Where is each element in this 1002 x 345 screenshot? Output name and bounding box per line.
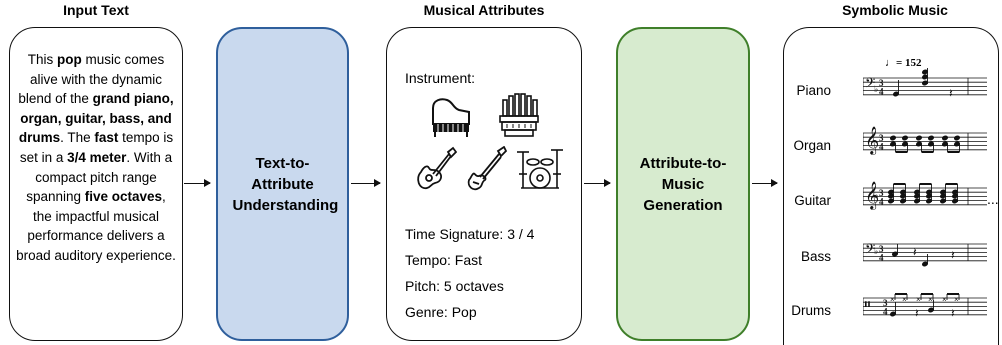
rest: 𝄽 <box>913 245 917 259</box>
note-head <box>889 141 897 147</box>
rest: 𝄽 <box>949 86 953 100</box>
input-text-segment: music comes alive with the dynamic blend… <box>18 52 165 107</box>
svg-text:3: 3 <box>879 133 884 143</box>
input-text-segment: This <box>27 52 57 67</box>
acoustic-guitar-icon <box>417 146 457 190</box>
clef: 𝄢 <box>865 241 875 260</box>
note-head <box>941 141 949 147</box>
note-head <box>901 135 909 141</box>
hihat-note: × <box>902 295 907 304</box>
hihat-note: × <box>954 295 959 304</box>
organ-icon <box>499 93 539 137</box>
input-text-segment: , the impactful musical performance deli… <box>16 189 176 263</box>
instrument-label-piano: Piano <box>796 83 831 98</box>
input-text-segment: pop <box>56 52 82 67</box>
time-signature-mark: 34 <box>879 188 884 207</box>
staff <box>863 297 987 316</box>
input-text-segment: . The <box>60 130 95 146</box>
svg-text:4: 4 <box>879 87 884 97</box>
svg-text:3: 3 <box>879 244 884 254</box>
arrow-t2a-to-attributes <box>351 179 381 187</box>
music-score: ♩= 152 𝄢34♭𝄞34𝄞34♭𝄢34♭𝄥34𝄽𝄽𝄽××××××𝄽𝄽 <box>863 57 987 320</box>
time-signature-mark: 34 <box>879 244 884 263</box>
input-text-segment: . With a compact pitch range spanning <box>26 149 173 205</box>
svg-text:4: 4 <box>879 142 884 152</box>
input-text-segment: 3/4 meter <box>67 149 127 165</box>
staff <box>863 187 987 206</box>
input-text-box: This pop music comes alive with the dyna… <box>9 27 183 341</box>
clef: 𝄥 <box>865 295 870 314</box>
genre-attribute: Genre: Pop <box>405 304 477 320</box>
input-text-segment: fast <box>94 130 119 146</box>
input-text-segment: tempo is set in a <box>19 130 174 165</box>
pitch-attribute: Pitch: 5 octaves <box>405 278 504 294</box>
rest: 𝄽 <box>951 306 955 320</box>
musical-attributes-box: Instrument: <box>386 27 582 341</box>
hihat-note: × <box>928 295 933 304</box>
instrument-label-drums: Drums <box>791 303 831 318</box>
svg-text:4: 4 <box>883 307 888 317</box>
note-head <box>953 135 961 141</box>
note-head <box>915 135 923 141</box>
electric-bass-icon <box>467 146 507 191</box>
note-head <box>915 141 923 147</box>
rest: 𝄽 <box>915 306 919 320</box>
flat-sign: ♭ <box>874 246 878 256</box>
note-head <box>927 135 935 141</box>
input-text-paragraph: This pop music comes alive with the dyna… <box>16 50 176 266</box>
instrument-label: Instrument: <box>405 70 476 86</box>
symbolic-music-box <box>783 27 999 345</box>
staff <box>863 132 987 151</box>
svg-text:3: 3 <box>879 78 884 88</box>
hihat-note: × <box>890 295 895 304</box>
arrow-input-to-t2a <box>184 179 211 187</box>
staff <box>863 243 987 262</box>
arrow-a2m-to-music <box>752 179 778 187</box>
grand-piano-icon <box>432 98 470 137</box>
arrow-attributes-to-a2m <box>584 179 611 187</box>
flat-sign: ♭ <box>874 84 878 94</box>
note-head <box>927 141 935 147</box>
hihat-note: × <box>916 295 921 304</box>
time-signature-mark: 34 <box>879 78 884 97</box>
note-head <box>889 135 897 141</box>
hihat-note: × <box>942 295 947 304</box>
clef: 𝄞 <box>865 126 879 155</box>
drum-kit-icon <box>517 149 563 189</box>
time-signature-mark: 34 <box>879 133 884 152</box>
time-signature-attribute: Time Signature: 3 / 4 <box>405 226 535 242</box>
instrument-label-organ: Organ <box>793 138 831 153</box>
clef: 𝄞 <box>865 181 879 210</box>
note-head <box>901 141 909 147</box>
tempo-attribute: Tempo: Fast <box>405 252 483 268</box>
input-text-segment: grand piano, organ, guitar, bass, and dr… <box>18 91 174 146</box>
symbolic-music-title: Symbolic Music <box>842 2 948 18</box>
musical-attributes-title: Musical Attributes <box>423 2 545 18</box>
note-head <box>941 135 949 141</box>
clef: 𝄢 <box>865 75 875 94</box>
input-text-title: Input Text <box>63 2 129 18</box>
svg-text:3: 3 <box>883 298 888 308</box>
svg-text:3: 3 <box>879 188 884 198</box>
score-continuation-ellipsis: ... <box>987 191 999 207</box>
input-text-segment: five octaves <box>84 189 163 205</box>
time-signature-mark: 34 <box>883 298 888 317</box>
flat-sign: ♭ <box>874 190 878 200</box>
rest: 𝄽 <box>951 248 955 262</box>
tempo-mark: ♩= 152 <box>885 57 922 69</box>
instrument-label-bass: Bass <box>800 249 831 264</box>
instrument-label-guitar: Guitar <box>794 193 831 208</box>
note-head <box>953 141 961 147</box>
svg-text:4: 4 <box>879 253 884 263</box>
svg-text:4: 4 <box>879 197 884 207</box>
